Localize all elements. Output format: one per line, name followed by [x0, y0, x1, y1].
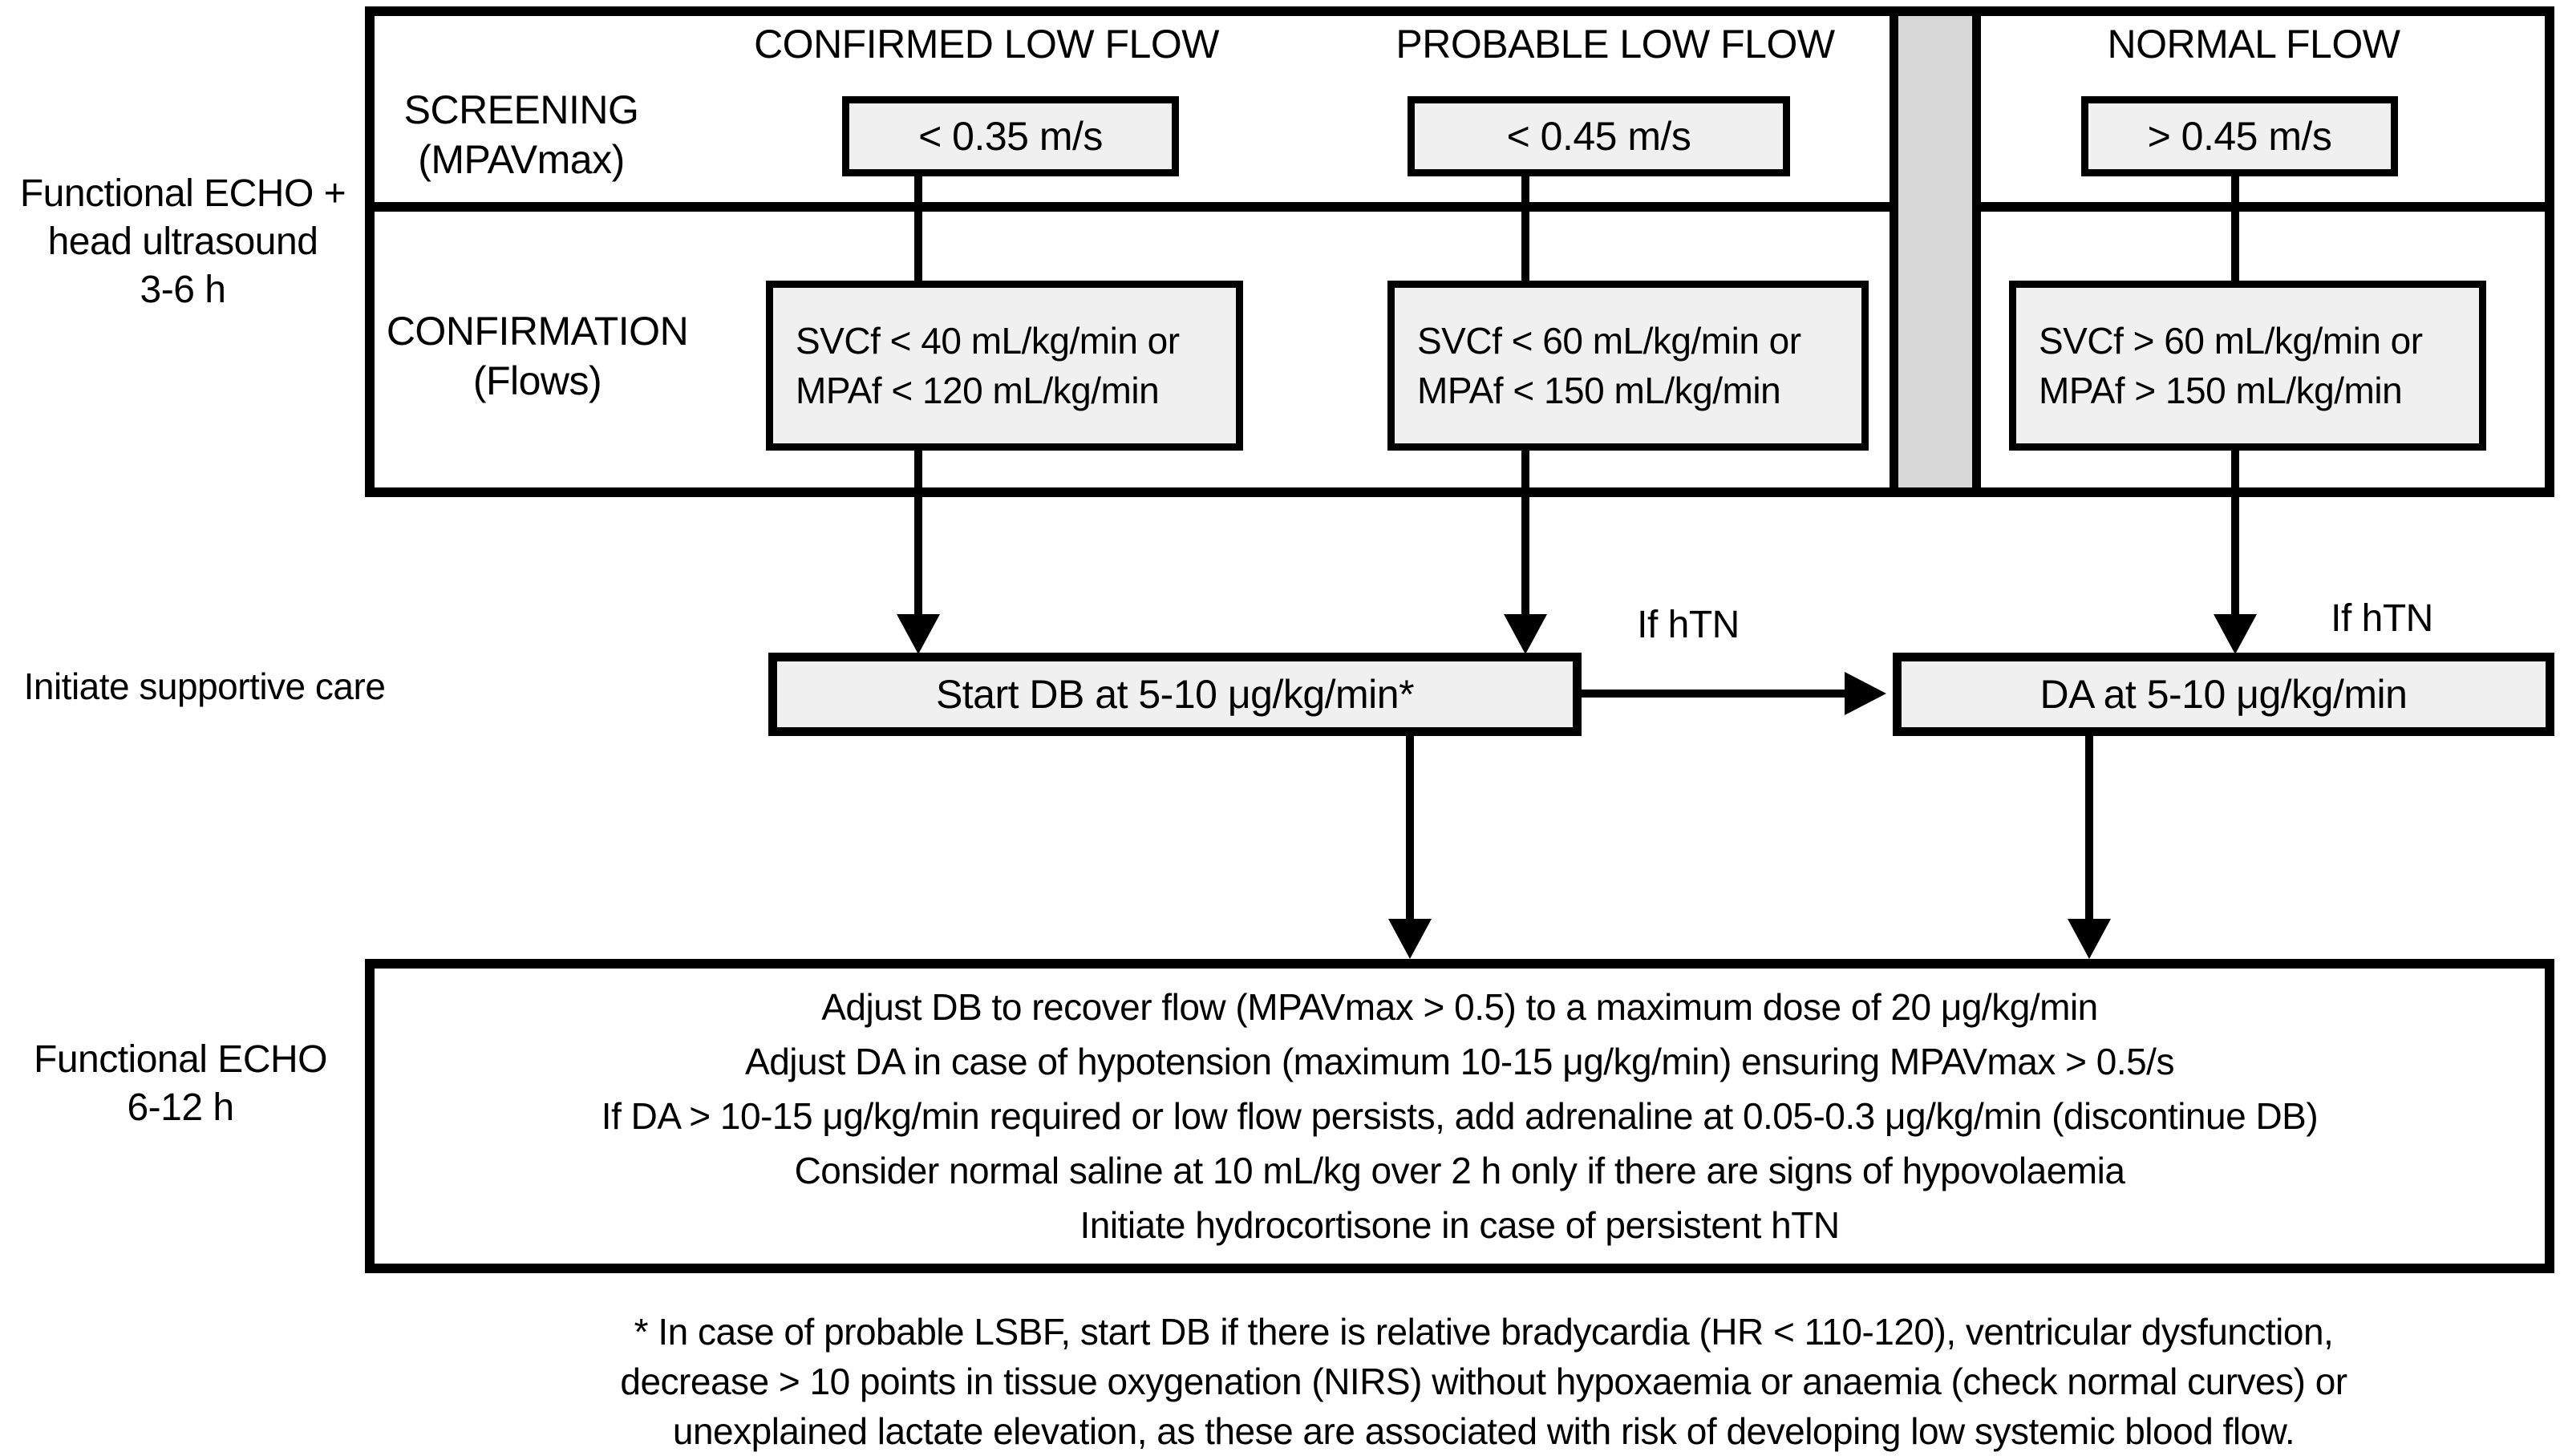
screening-box-confirmed: < 0.35 m/s	[842, 96, 1179, 176]
confirmation-box-confirmed: SVCf < 40 mL/kg/min or MPAf < 120 mL/kg/…	[766, 281, 1243, 451]
arrow-line-db-to-management	[1406, 734, 1414, 922]
management-line-4: Consider normal saline at 10 mL/kg over …	[794, 1150, 2125, 1191]
column-separator-bar	[1890, 16, 1981, 487]
arrowhead-da-to-management-icon	[2068, 919, 2111, 959]
arrowhead-confirmed-to-db-icon	[897, 614, 940, 654]
connector-probable-screening-to-confirmation	[1521, 175, 1529, 282]
header-probable-low-flow: PROBABLE LOW FLOW	[1395, 22, 1835, 67]
stage-label-initiate-supportive-care: Initiate supportive care	[23, 665, 386, 707]
arrow-line-da-to-management	[2085, 734, 2093, 922]
management-line-2: Adjust DA in case of hypotension (maximu…	[745, 1041, 2174, 1082]
arrow-line-normal-to-da	[2231, 451, 2239, 617]
arrow-line-probable-to-db	[1521, 451, 1529, 617]
row-label-screening: SCREENING (MPAVmax)	[403, 87, 639, 182]
arrowhead-probable-to-db-icon	[1504, 614, 1547, 654]
footnote-lsbf: * In case of probable LSBF, start DB if …	[620, 1311, 2347, 1452]
header-normal-flow: NORMAL FLOW	[2107, 22, 2400, 67]
management-line-3: If DA > 10-15 μg/kg/min required or low …	[601, 1095, 2319, 1137]
management-line-5: Initiate hydrocortisone in case of persi…	[1079, 1204, 1840, 1246]
if-htn-label-left: If hTN	[1637, 604, 1740, 646]
screening-box-probable: < 0.45 m/s	[1408, 96, 1790, 176]
row-label-confirmation: CONFIRMATION (Flows)	[386, 309, 689, 403]
arrow-line-confirmed-to-db	[914, 451, 922, 617]
connector-normal-screening-to-confirmation	[2231, 175, 2239, 282]
if-htn-label-right: If hTN	[2331, 597, 2433, 640]
arrowhead-normal-to-da-icon	[2214, 614, 2257, 654]
confirmation-box-probable: SVCf < 60 mL/kg/min or MPAf < 150 mL/kg/…	[1387, 281, 1869, 451]
management-box: Adjust DB to recover flow (MPAVmax > 0.5…	[365, 959, 2554, 1273]
stage-label-functional-echo-3-6h: Functional ECHO + head ultrasound 3-6 h	[19, 172, 346, 311]
dopamine-box: DA at 5-10 μg/kg/min	[1893, 653, 2554, 736]
confirmation-box-normal: SVCf > 60 mL/kg/min or MPAf > 150 mL/kg/…	[2009, 281, 2486, 451]
screening-box-normal: > 0.45 m/s	[2081, 96, 2398, 176]
arrow-line-db-to-da	[1582, 690, 1848, 698]
management-line-1: Adjust DB to recover flow (MPAVmax > 0.5…	[821, 986, 2098, 1028]
arrowhead-db-to-da-icon	[1845, 672, 1886, 715]
header-confirmed-low-flow: CONFIRMED LOW FLOW	[754, 22, 1219, 67]
connector-confirmed-screening-to-confirmation	[914, 175, 922, 282]
screening-confirmation-divider-line	[375, 202, 2545, 212]
arrowhead-db-to-management-icon	[1388, 919, 1432, 959]
dobutamine-box: Start DB at 5-10 μg/kg/min*	[768, 653, 1582, 736]
stage-label-functional-echo-6-12h: Functional ECHO 6-12 h	[34, 1038, 327, 1129]
